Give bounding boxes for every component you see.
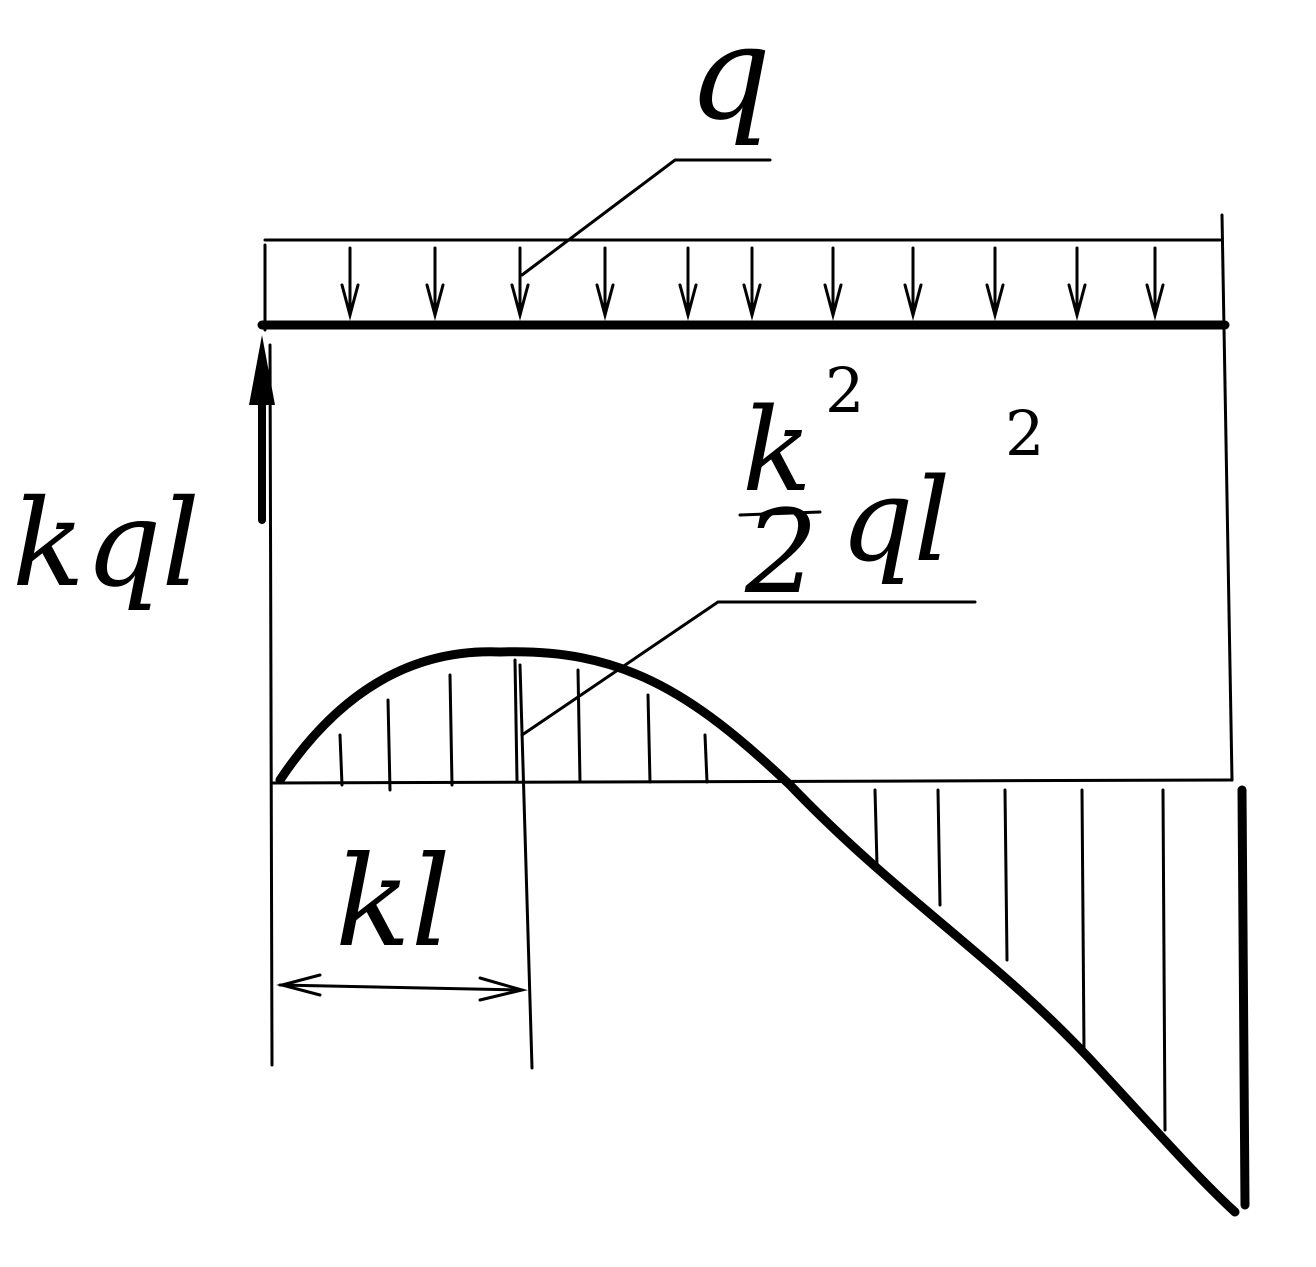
load-arrows bbox=[340, 246, 1165, 321]
moment-label-rest-exponent: 2 bbox=[1005, 397, 1044, 470]
hatch-line bbox=[1161, 788, 1167, 1132]
reaction-arrow bbox=[249, 335, 275, 524]
load-arrow bbox=[742, 246, 762, 321]
moment-label-denominator: 2 bbox=[744, 486, 818, 620]
moment-diagram bbox=[270, 647, 1250, 1217]
right-boundary-line bbox=[1220, 213, 1234, 782]
moment-label-numerator-exponent: 2 bbox=[825, 354, 864, 427]
load-arrow bbox=[340, 246, 360, 321]
hatch-line bbox=[936, 788, 942, 907]
hatch-line bbox=[448, 673, 454, 787]
load-arrow bbox=[595, 246, 615, 321]
load-arrow bbox=[425, 246, 445, 321]
hatch-line bbox=[646, 693, 652, 784]
load-arrow bbox=[985, 246, 1005, 321]
moment-curve bbox=[275, 647, 1240, 1217]
hatch-line bbox=[1080, 788, 1086, 1052]
load-arrow bbox=[903, 246, 923, 321]
load-leader-line bbox=[520, 158, 772, 277]
dimension-arrow-left bbox=[276, 973, 322, 997]
hatch-line bbox=[703, 733, 709, 784]
load-label: q bbox=[688, 0, 771, 149]
moment-label-numerator: k bbox=[742, 384, 812, 518]
left-extension-line bbox=[268, 343, 274, 1067]
dimension-arrow-right bbox=[478, 976, 528, 1002]
dimension-right-extension bbox=[518, 663, 534, 1070]
moment-baseline bbox=[270, 778, 1234, 785]
moment-end-ordinate bbox=[1237, 785, 1250, 1210]
moment-label-rest: ql bbox=[840, 454, 950, 588]
reaction-label: kql bbox=[12, 475, 200, 614]
dimension-kl: kl bbox=[276, 663, 534, 1070]
hatch-line bbox=[338, 733, 344, 787]
distance-label: kl bbox=[335, 830, 451, 975]
hatch-line bbox=[576, 668, 582, 784]
hatch-line bbox=[1003, 788, 1009, 962]
dimension-line bbox=[278, 983, 522, 992]
hatch-line bbox=[513, 658, 519, 782]
load-arrow bbox=[1145, 246, 1165, 321]
moment-label: k 2 2 ql 2 bbox=[738, 354, 1044, 620]
load-arrow bbox=[823, 246, 843, 321]
moment-leader-line bbox=[520, 600, 977, 737]
hatch-line bbox=[873, 788, 879, 867]
distributed-load bbox=[263, 238, 1222, 332]
load-arrow bbox=[510, 246, 530, 321]
moment-label-fraction-bar bbox=[738, 510, 822, 517]
moment-hatching bbox=[338, 658, 1167, 1132]
hatch-line bbox=[386, 698, 392, 792]
load-arrow bbox=[678, 246, 698, 321]
load-arrow bbox=[1067, 246, 1087, 321]
